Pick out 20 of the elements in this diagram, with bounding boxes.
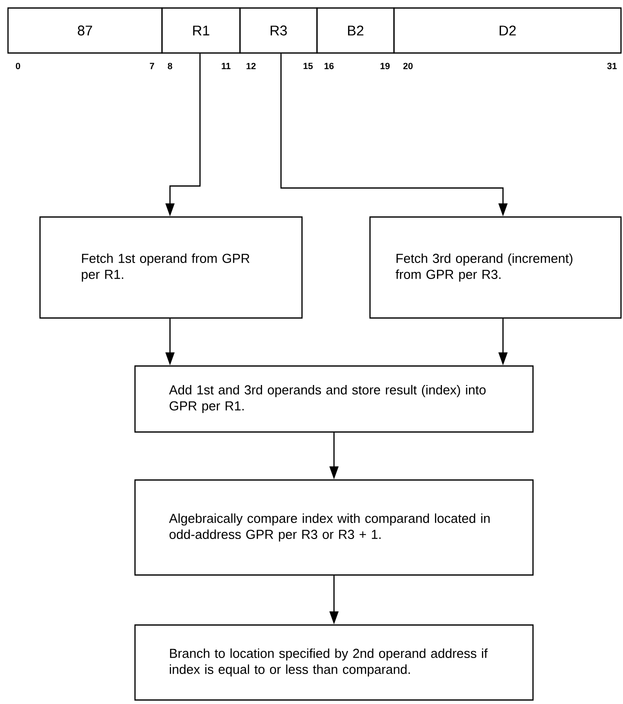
instruction-field: R1 <box>161 7 241 54</box>
instruction-field: D2 <box>393 7 622 54</box>
process-box: Algebraically compare index with comparand located in odd-address GPR per R3 or R3 + 1. <box>134 479 534 576</box>
bit-number: 20 <box>403 62 413 70</box>
instruction-field: R3 <box>239 7 318 54</box>
process-box: Fetch 1st operand from GPR per R1. <box>39 216 303 319</box>
instruction-field: B2 <box>316 7 395 54</box>
process-box: Fetch 3rd operand (increment) from GPR per R3. <box>369 216 622 319</box>
bit-number: 15 <box>304 62 313 70</box>
bit-number: 12 <box>246 62 256 70</box>
bit-number: 31 <box>607 62 617 70</box>
process-box: Branch to location specified by 2nd operand address if index is equal to or less than comparand. <box>134 624 534 701</box>
bit-number: 8 <box>168 62 172 70</box>
bit-number: 0 <box>16 62 20 70</box>
bit-number: 7 <box>150 62 154 70</box>
bit-number: 11 <box>222 62 230 70</box>
bit-number: 19 <box>380 62 390 70</box>
instruction-field: 87 <box>7 7 163 54</box>
bit-number: 16 <box>324 62 334 70</box>
process-box: Add 1st and 3rd operands and store result (index) into GPR per R1. <box>134 365 534 433</box>
